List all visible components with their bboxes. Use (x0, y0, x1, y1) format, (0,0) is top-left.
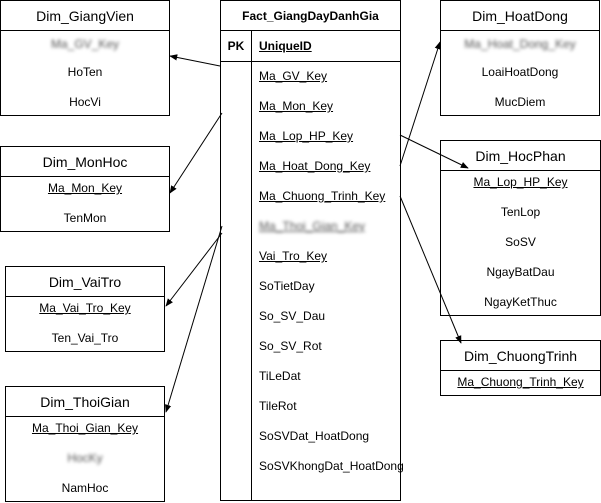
dim-hoatdong-field: MucDiem (494, 95, 546, 109)
dim-hocphan-table[interactable]: Dim_HocPhan Ma_Lop_HP_Key TenLop SoSV Ng… (440, 140, 601, 316)
fact-field: Ma_Chuong_Trinh_Key (259, 189, 386, 203)
fact-pk-field: UniqueID (259, 39, 312, 53)
dim-thoigian-key-field: Ma_Thoi_Gian_Key (31, 421, 139, 435)
fact-field: Ma_GV_Key (259, 69, 328, 83)
fact-field: Vai_Tro_Key (259, 249, 328, 263)
key-column-divider (251, 31, 252, 500)
dim-monhoc-key-field: Ma_Mon_Key (47, 181, 123, 195)
dim-giangvien-field: HoTen (67, 65, 103, 79)
dim-monhoc-table[interactable]: Dim_MonHoc Ma_Mon_Key TenMon (0, 146, 170, 232)
dim-hocphan-title: Dim_HocPhan (441, 141, 600, 171)
fact-field: SoSVKhongDat_HoatDong (259, 459, 404, 473)
fact-field: So_SV_Dau (259, 309, 326, 323)
dim-thoigian-field: HocKy (67, 451, 103, 465)
dim-thoigian-title: Dim_ThoiGian (6, 387, 164, 417)
fact-field: Ma_Lop_HP_Key (259, 129, 354, 143)
dim-hocphan-field: NgayKetThuc (484, 295, 557, 309)
arrow-to-dim-giangvien (169, 54, 221, 67)
dim-hocphan-field: TenLop (500, 205, 541, 219)
dim-monhoc-field: TenMon (63, 211, 107, 225)
dim-hocphan-field: NgayBatDau (486, 265, 555, 279)
fact-field: So_SV_Rot (259, 339, 322, 353)
dim-hoatdong-title: Dim_HoatDong (441, 1, 599, 31)
arrow-to-dim-monhoc (169, 112, 223, 194)
fact-field: TileRot (259, 399, 297, 413)
arrow-to-dim-chuongtrinh (399, 195, 462, 344)
arrow-to-dim-hocphan (399, 134, 469, 169)
fact-field: Ma_Mon_Key (259, 99, 334, 113)
fact-title: Fact_GiangDayDanhGia (221, 1, 400, 31)
dim-giangvien-key-field: Ma_GV_Key (50, 37, 120, 51)
dim-vaitro-title: Dim_VaiTro (6, 267, 164, 297)
fact-field: Ma_Hoat_Dong_Key (259, 159, 371, 173)
arrow-to-dim-hoatdong (399, 41, 441, 167)
dim-thoigian-field: NamHoc (61, 481, 109, 495)
pk-label: PK (227, 39, 245, 53)
arrow-to-dim-vaitro (165, 232, 223, 307)
fact-field: Ma_Thoi_Gian_Key (259, 219, 366, 233)
fact-field: SoTietDay (259, 279, 315, 293)
dim-hoatdong-table[interactable]: Dim_HoatDong Ma_Hoat_Dong_Key LoaiHoatDo… (440, 0, 600, 116)
dim-giangvien-title: Dim_GiangVien (1, 1, 169, 31)
dim-chuongtrinh-key-field: Ma_Chuong_Trinh_Key (457, 375, 584, 389)
fact-giangday-table[interactable]: Fact_GiangDayDanhGia PK UniqueID Ma_GV_K… (220, 0, 404, 501)
dim-giangvien-table[interactable]: Dim_GiangVien Ma_GV_Key HoTen HocVi (0, 0, 170, 116)
dim-thoigian-table[interactable]: Dim_ThoiGian Ma_Thoi_Gian_Key HocKy NamH… (5, 386, 165, 502)
dim-chuongtrinh-title: Dim_ChuongTrinh (441, 341, 600, 371)
dim-chuongtrinh-table[interactable]: Dim_ChuongTrinh Ma_Chuong_Trinh_Key (440, 340, 601, 396)
arrow-to-dim-thoigian (165, 225, 223, 413)
dim-vaitro-table[interactable]: Dim_VaiTro Ma_Vai_Tro_Key Ten_Vai_Tro (5, 266, 165, 352)
dim-giangvien-field: HocVi (69, 95, 101, 109)
dim-vaitro-key-field: Ma_Vai_Tro_Key (39, 301, 131, 315)
fact-field: SoSVDat_HoatDong (259, 429, 370, 443)
dim-hoatdong-key-field: Ma_Hoat_Dong_Key (464, 37, 576, 51)
dim-hocphan-field: SoSV (505, 235, 536, 249)
pk-divider (221, 61, 400, 62)
dim-vaitro-field: Ten_Vai_Tro (51, 331, 119, 345)
dim-monhoc-title: Dim_MonHoc (1, 147, 169, 177)
dim-hoatdong-field: LoaiHoatDong (481, 65, 559, 79)
fact-field: TiLeDat (259, 369, 301, 383)
dim-hocphan-key-field: Ma_Lop_HP_Key (473, 175, 568, 189)
